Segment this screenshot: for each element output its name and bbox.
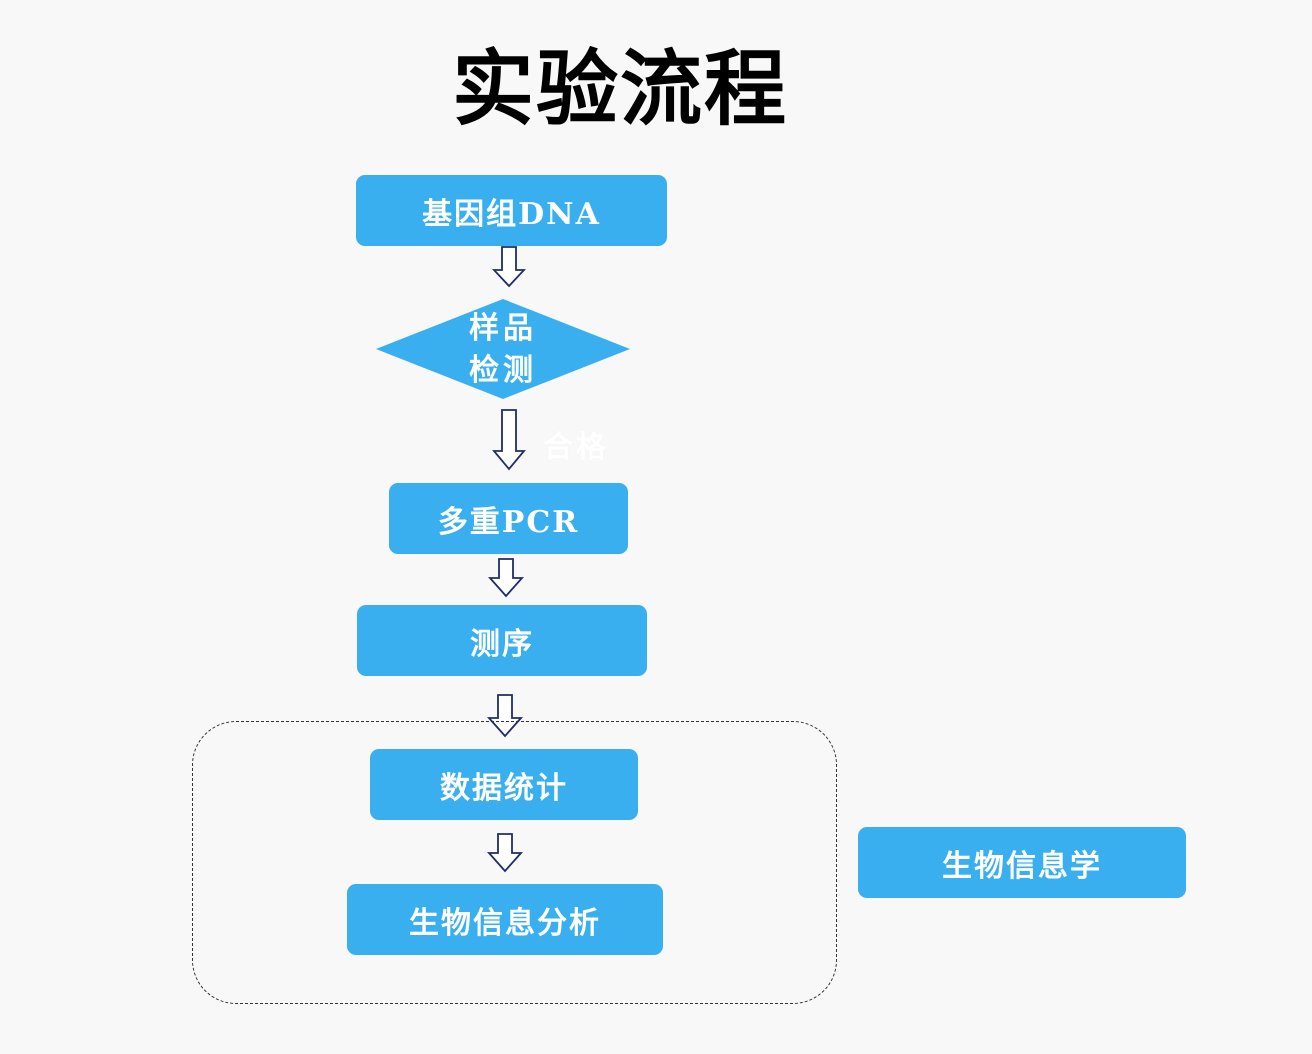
arrow-down-icon [492, 409, 526, 471]
arrow-down-icon [486, 833, 524, 873]
arrow-down-icon [492, 246, 526, 288]
node-bioinfo-analysis-label: 生物信息分析 [409, 905, 601, 941]
bioinformatics-group-boundary [192, 721, 837, 1004]
edge-label-pass: 合格 [543, 430, 609, 465]
node-genomic-dna: 基因组DNA [356, 175, 667, 246]
node-bioinformatics-label: 生物信息学 [942, 848, 1102, 884]
node-sequencing: 测序 [357, 605, 647, 676]
node-sample-check-line2: 检测 [469, 353, 537, 388]
diagram-title: 实验流程 [451, 42, 788, 137]
node-multiplex-pcr: 多重PCR [389, 483, 628, 554]
arrow-down-icon [486, 694, 524, 738]
node-genomic-dna-label: 基因组DNA [422, 196, 601, 232]
node-data-statistics: 数据统计 [370, 749, 638, 820]
node-bioinfo-analysis: 生物信息分析 [347, 884, 663, 955]
node-sample-check [376, 299, 630, 399]
node-sample-check-label: 样品 检测 [440, 308, 566, 392]
arrow-down-icon [487, 558, 525, 598]
node-bioinformatics: 生物信息学 [858, 827, 1186, 898]
node-sequencing-label: 测序 [470, 626, 534, 662]
node-data-statistics-label: 数据统计 [440, 770, 568, 806]
node-multiplex-pcr-label: 多重PCR [437, 504, 580, 540]
node-sample-check-line1: 样品 [469, 311, 537, 346]
